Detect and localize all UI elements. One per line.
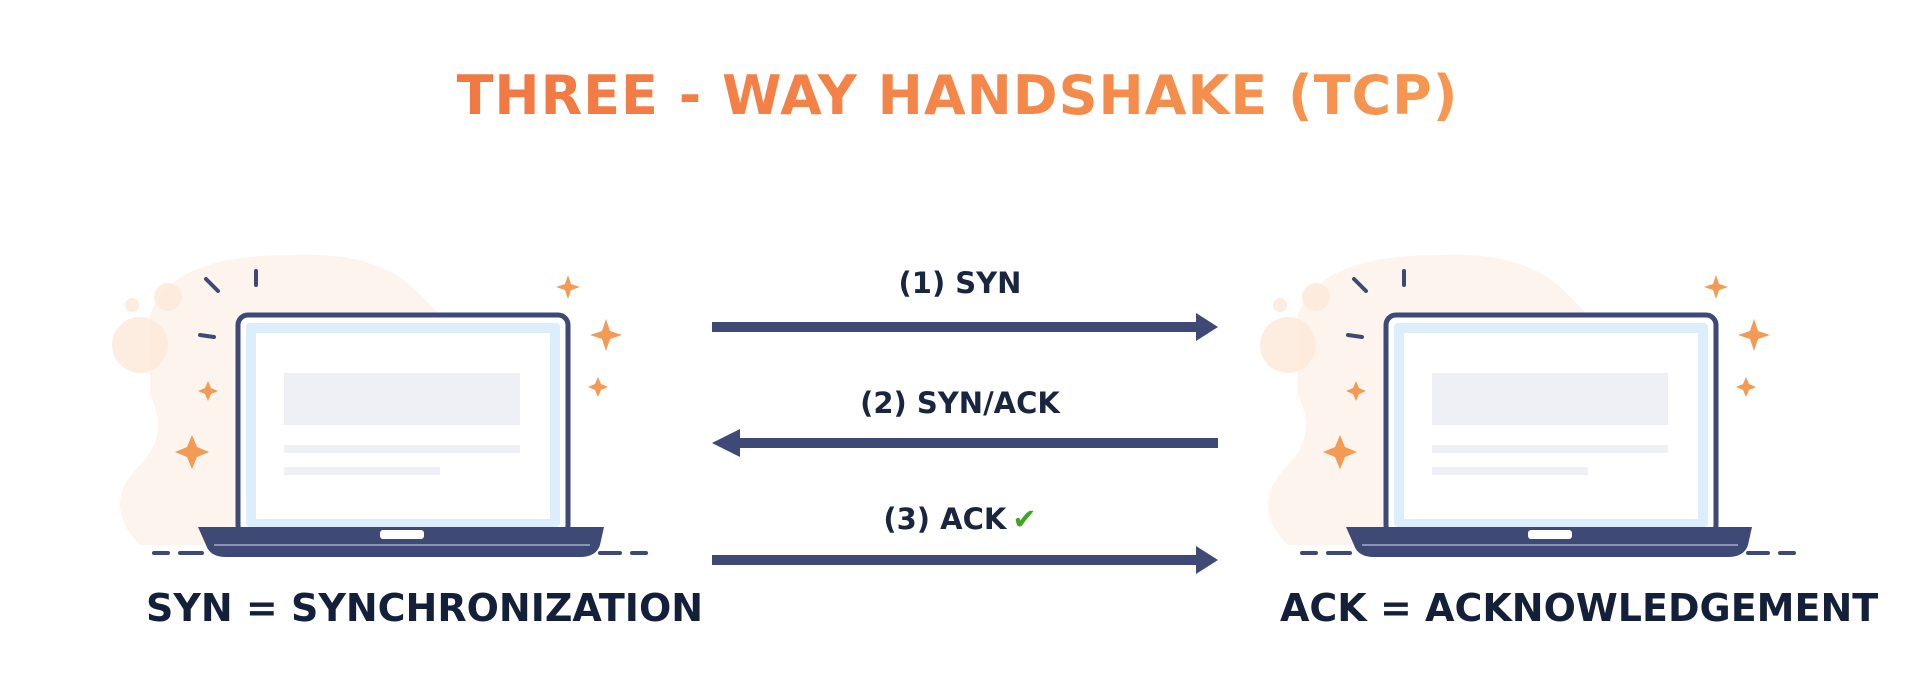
legend-syn: SYN = SYNCHRONIZATION — [146, 586, 704, 630]
client-laptop-icon — [112, 254, 648, 557]
arrow-syn — [712, 313, 1218, 341]
checkmark-icon: ✔ — [1012, 502, 1037, 536]
arrow-ack — [712, 546, 1218, 574]
message-label-syn-ack: (2) SYN/ACK — [860, 386, 1060, 420]
arrow-syn-ack — [712, 429, 1218, 457]
legend-ack: ACK = ACKNOWLEDGEMENT — [1280, 586, 1879, 630]
diagram-title: THREE - WAY HANDSHAKE (TCP) — [0, 64, 1915, 127]
message-label-ack: (3) ACK✔ — [700, 502, 1220, 536]
message-label-ack-text: (3) ACK — [883, 502, 1007, 536]
server-laptop-icon — [1260, 254, 1796, 557]
message-label-syn: (1) SYN — [898, 266, 1022, 300]
